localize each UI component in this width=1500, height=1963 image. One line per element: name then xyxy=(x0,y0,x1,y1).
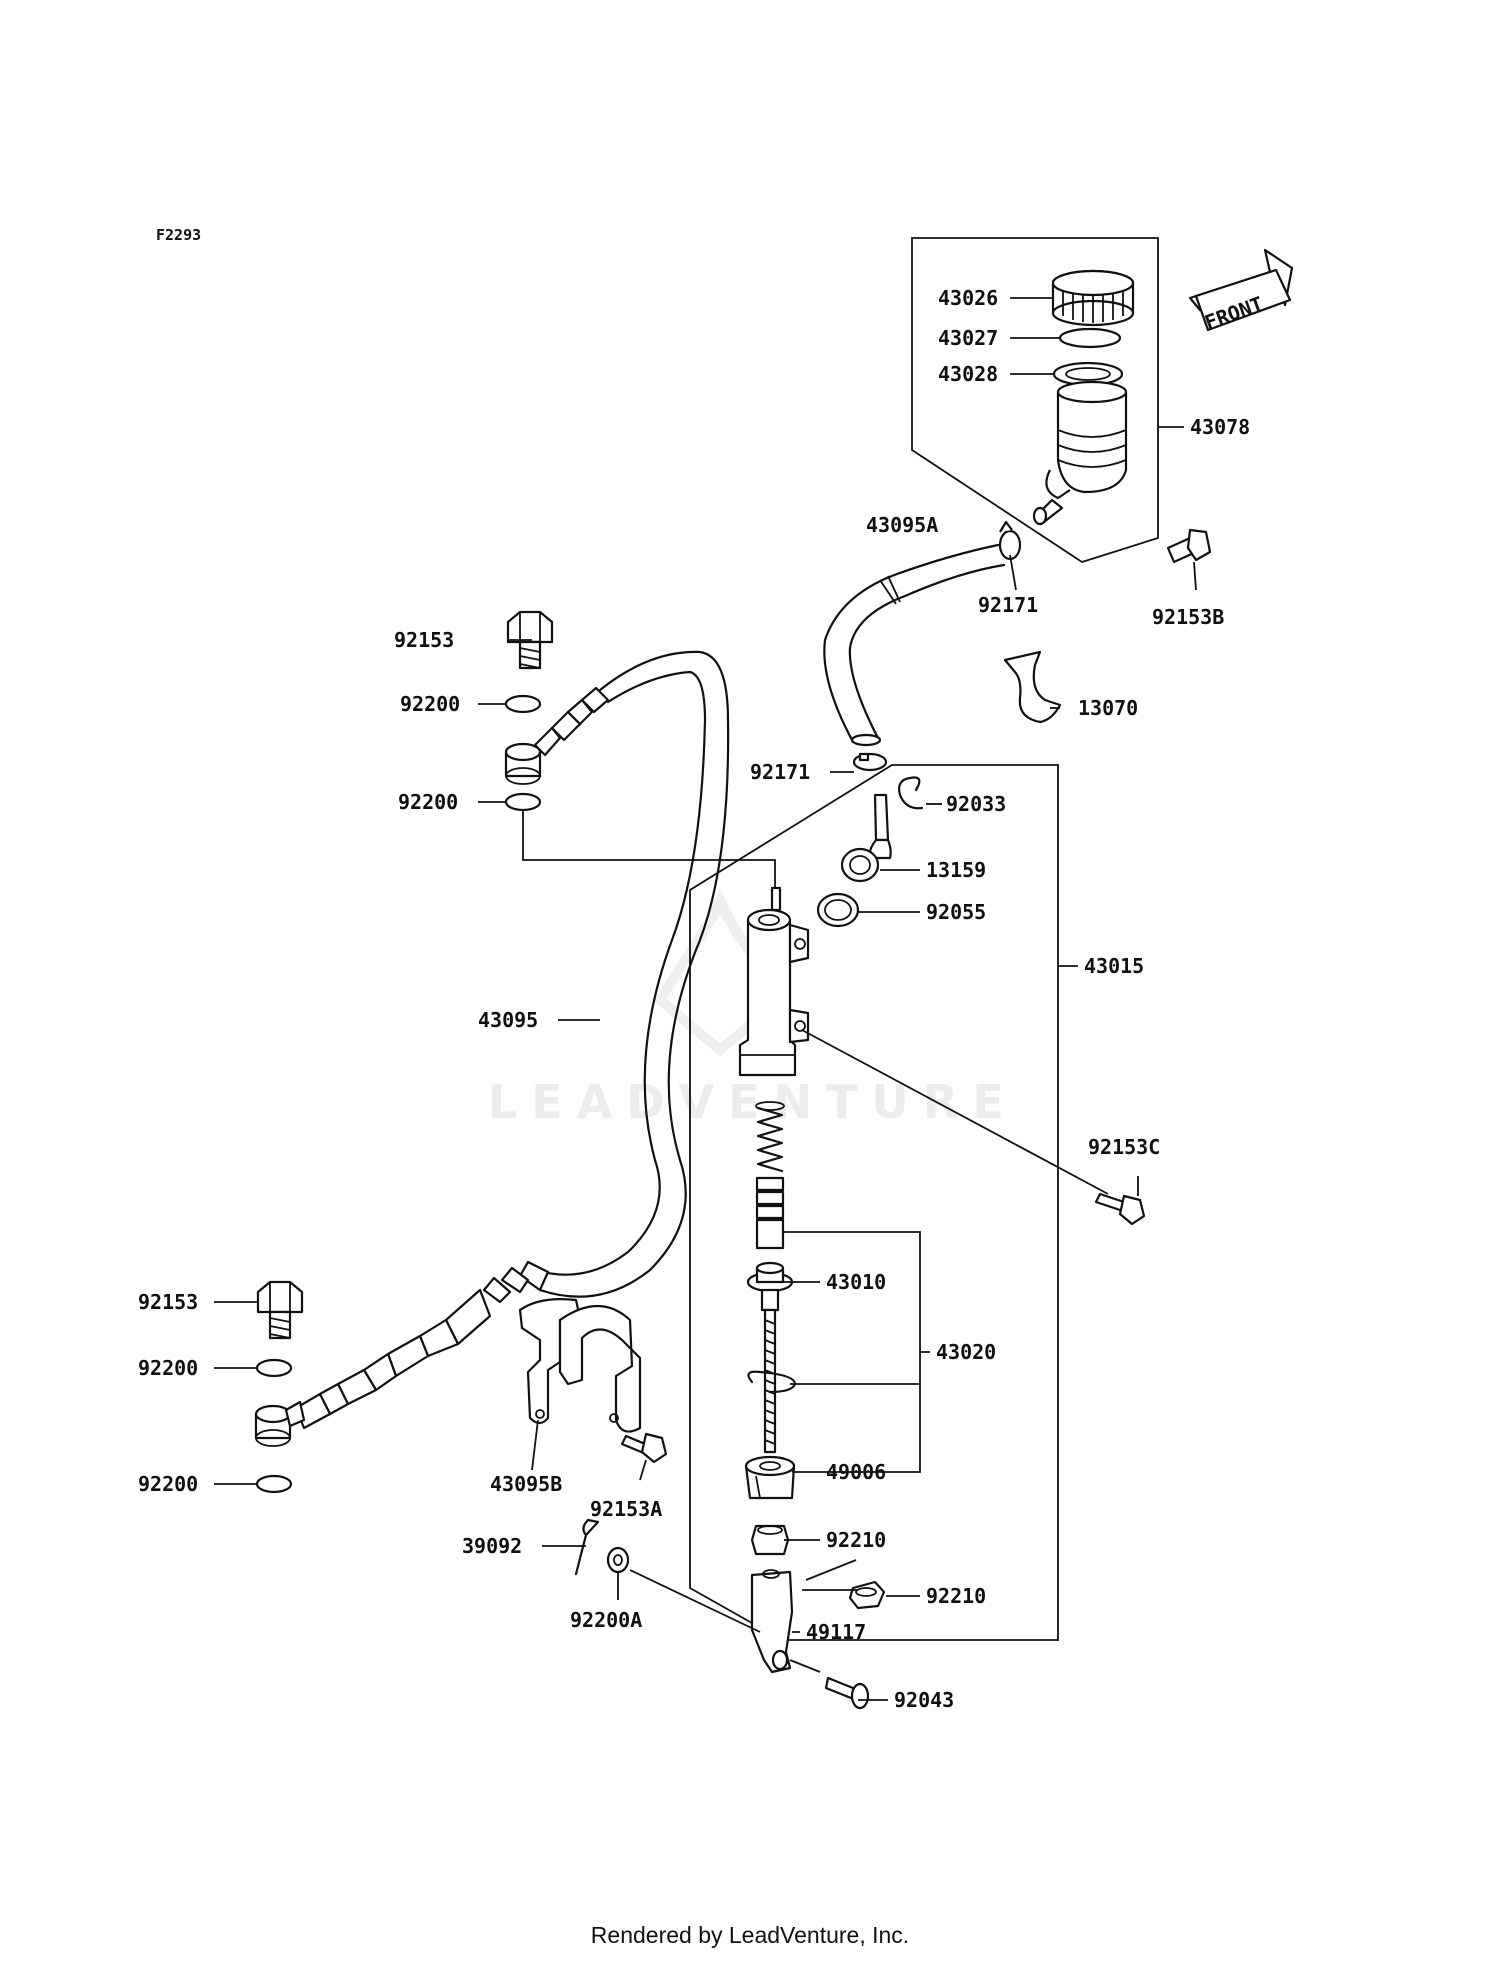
watermark: LEADVENTURE xyxy=(488,888,1018,1129)
part-label-92153B: 92153B xyxy=(1152,605,1224,629)
part-label-43015: 43015 xyxy=(1084,954,1144,978)
push-rod xyxy=(763,1308,777,1454)
clip-13070 xyxy=(1003,650,1062,724)
clevis-pin-92043 xyxy=(824,1676,870,1710)
master-cylinder-box xyxy=(689,764,1059,1641)
reservoir-diaphragm-plate xyxy=(1058,327,1122,349)
washer-92200A xyxy=(606,1546,630,1574)
part-label-92153-top: 92153 xyxy=(394,628,454,652)
part-label-13159: 13159 xyxy=(926,858,986,882)
part-label-92171-bottom: 92171 xyxy=(750,760,810,784)
washer-92200-bottom-a xyxy=(255,1358,293,1378)
washer-92200-top-b xyxy=(504,792,542,812)
watermark-text: LEADVENTURE xyxy=(488,1075,1018,1129)
nut-92210-b xyxy=(848,1580,886,1610)
part-label-92200-bottom-a: 92200 xyxy=(138,1356,198,1380)
front-arrow-icon: FRONT xyxy=(1188,248,1294,335)
hose-fitting-13159 xyxy=(840,793,892,883)
part-label-92033: 92033 xyxy=(946,792,1006,816)
part-label-92153-bottom: 92153 xyxy=(138,1290,198,1314)
hose-clamp-bottom xyxy=(852,752,888,772)
clevis-49117 xyxy=(750,1569,794,1674)
retainer-ring xyxy=(747,1370,797,1394)
banjo-fitting-bottom xyxy=(254,1400,306,1447)
part-label-92055: 92055 xyxy=(926,900,986,924)
part-label-13070: 13070 xyxy=(1078,696,1138,720)
part-label-43027: 43027 xyxy=(938,326,998,350)
hose-43095A xyxy=(823,543,1006,747)
spring-top xyxy=(755,1101,785,1111)
reservoir-body xyxy=(1032,380,1128,526)
part-label-39092: 39092 xyxy=(462,1534,522,1558)
part-label-43020: 43020 xyxy=(936,1340,996,1364)
part-label-49006: 49006 xyxy=(826,1460,886,1484)
clamp-43095B xyxy=(518,1298,642,1433)
reservoir-box xyxy=(911,237,1159,563)
hose-clamp-top xyxy=(998,520,1022,561)
washer-92200-bottom-b xyxy=(255,1474,293,1494)
part-label-43026: 43026 xyxy=(938,286,998,310)
footer-credit: Rendered by LeadVenture, Inc. xyxy=(590,1922,910,1948)
boot-49006 xyxy=(744,1455,796,1500)
reservoir-diaphragm xyxy=(1052,361,1124,387)
part-label-43095A: 43095A xyxy=(866,513,938,537)
spring xyxy=(756,1106,784,1173)
banjo-bolt-bottom xyxy=(256,1280,304,1340)
washer-92200-top-a xyxy=(504,694,542,714)
reservoir-cap xyxy=(1051,269,1135,327)
part-label-43010: 43010 xyxy=(826,1270,886,1294)
part-label-92153C: 92153C xyxy=(1088,1135,1160,1159)
part-label-92200-bottom-b: 92200 xyxy=(138,1472,198,1496)
circlip-92033 xyxy=(898,776,924,810)
part-label-92210-b: 92210 xyxy=(926,1584,986,1608)
part-labels: 43026 43027 43028 43078 43095A 92171 921… xyxy=(138,286,1250,1712)
banjo-fitting-top xyxy=(504,726,562,785)
part-label-43028: 43028 xyxy=(938,362,998,386)
part-label-92200-top-b: 92200 xyxy=(398,790,458,814)
part-label-92210-a: 92210 xyxy=(826,1528,886,1552)
part-label-49117: 49117 xyxy=(806,1620,866,1644)
part-label-92200-top-a: 92200 xyxy=(400,692,460,716)
banjo-bolt-top xyxy=(506,610,554,670)
leader-lines xyxy=(214,297,1197,1701)
o-ring-92055 xyxy=(816,892,860,928)
part-label-92171-top: 92171 xyxy=(978,593,1038,617)
bolt-92153A xyxy=(620,1432,668,1464)
piston-43010 xyxy=(746,1261,794,1312)
part-label-43095B: 43095B xyxy=(490,1472,562,1496)
bolt-92153C xyxy=(1094,1192,1146,1226)
part-label-43078: 43078 xyxy=(1190,415,1250,439)
part-label-92200A: 92200A xyxy=(570,1608,642,1632)
nut-92210-a xyxy=(750,1524,790,1556)
bolt-92153B xyxy=(1166,528,1212,564)
master-cylinder-body xyxy=(738,886,810,1077)
cotter-pin-39092 xyxy=(574,1518,600,1576)
diagram-code: F2293 xyxy=(156,226,201,244)
secondary-cup xyxy=(755,1176,785,1250)
part-label-92043: 92043 xyxy=(894,1688,954,1712)
part-label-92153A: 92153A xyxy=(590,1497,662,1521)
part-label-43095: 43095 xyxy=(478,1008,538,1032)
